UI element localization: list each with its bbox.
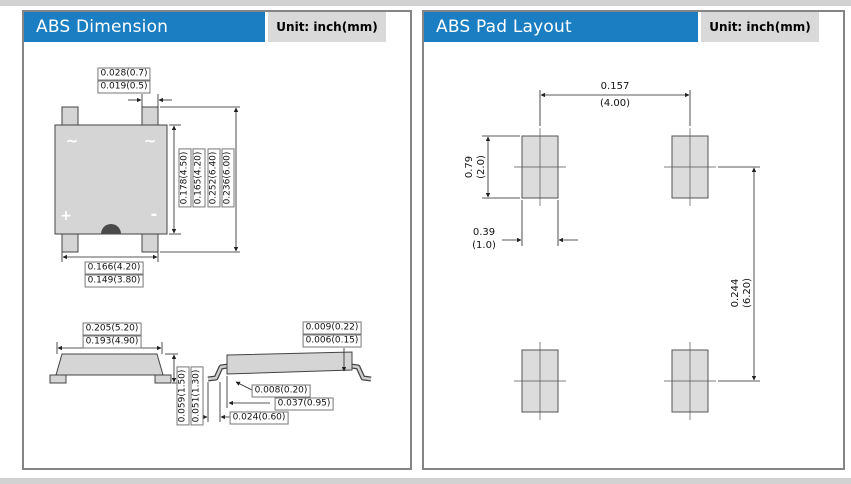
dimension-panel-header: ABS Dimension Unit: inch(mm) — [24, 12, 410, 42]
dim-pin-span-max: 0.166(4.20) — [84, 261, 144, 275]
dim-pad-width-inch: 0.39 — [472, 227, 496, 238]
dim-thickness-max: 0.059(1.50) — [176, 366, 190, 426]
dim-lead-thickness-min: 0.006(0.15) — [302, 334, 362, 348]
dim-body-length-max: 0.205(5.20) — [82, 322, 142, 336]
dim-lead-a: 0.008(0.20) — [251, 384, 311, 398]
dim-body-height-min: 0.165(4.20) — [192, 148, 206, 208]
dim-pin-span-min: 0.149(3.80) — [84, 274, 144, 288]
dim-lead-thickness-max: 0.009(0.22) — [302, 321, 362, 335]
plus-symbol: + — [60, 208, 72, 224]
dim-pin-width-max: 0.028(0.7) — [97, 67, 151, 81]
dim-body-length-min: 0.193(4.90) — [82, 335, 142, 349]
dim-pad-pitch-x-inch: 0.157 — [600, 81, 630, 92]
dim-pad-height-inch: 0.79 — [464, 155, 475, 179]
package-side-view — [49, 353, 172, 384]
dim-pad-pitch-y-inch: 0.244 — [730, 278, 741, 308]
bottom-edge-strip — [0, 478, 851, 484]
pad-layout-drawing — [482, 90, 760, 420]
dim-lead-b: 0.037(0.95) — [274, 397, 334, 411]
dim-pad-pitch-y-mm: (6.20) — [742, 277, 753, 309]
dim-pad-height-mm: (2.0) — [476, 155, 487, 179]
abs-dimension-panel: ABS Dimension Unit: inch(mm) — [22, 10, 412, 470]
top-edge-strip — [0, 0, 851, 6]
dim-pin-width-min: 0.019(0.5) — [97, 80, 151, 94]
dim-body-height-max: 0.178(4.50) — [178, 148, 192, 208]
dimension-unit-label: Unit: inch(mm) — [268, 12, 386, 42]
pad-layout-unit-label: Unit: inch(mm) — [701, 12, 819, 42]
dimension-drawing-area: ~ ~ + - 0.028(0.7) 0.019(0.5) 0.178(4.50… — [24, 44, 410, 468]
dim-pad-pitch-x-mm: (4.00) — [599, 98, 631, 109]
pad-layout-panel-header: ABS Pad Layout Unit: inch(mm) — [424, 12, 843, 42]
pad-layout-drawing-area: 0.157 (4.00) 0.79 (2.0) 0.39 (1.0) 0.244… — [424, 44, 843, 468]
ac-symbol-right: ~ — [143, 132, 157, 150]
dimension-panel-title: ABS Dimension — [24, 12, 265, 42]
ac-symbol-left: ~ — [65, 132, 79, 150]
dim-pad-width-mm: (1.0) — [472, 240, 496, 251]
dim-foot-length: 0.024(0.60) — [229, 411, 289, 425]
dim-overall-height-min: 0.236(6.00) — [221, 148, 235, 208]
package-profile-view — [207, 351, 372, 382]
dim-overall-height-max: 0.252(6.40) — [207, 148, 221, 208]
pad-layout-panel-title: ABS Pad Layout — [424, 12, 698, 42]
dim-thickness-min: 0.051(1.30) — [190, 366, 204, 426]
minus-symbol: - — [150, 204, 158, 224]
dimension-drawing — [49, 94, 372, 422]
abs-pad-layout-panel: ABS Pad Layout Unit: inch(mm) — [422, 10, 845, 470]
package-top-view — [54, 106, 168, 253]
